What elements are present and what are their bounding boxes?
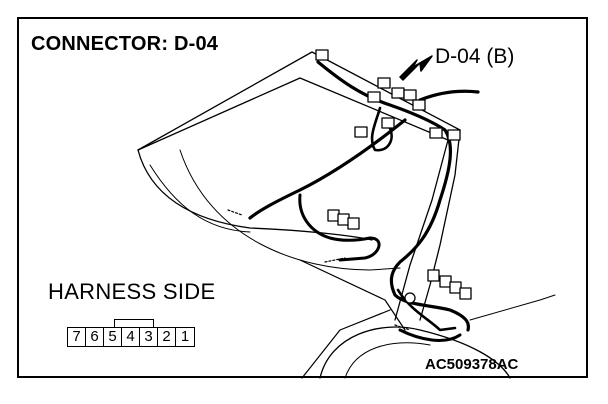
harness-branch-mid <box>298 193 372 242</box>
a-pillar-inner <box>394 139 449 321</box>
harness-branch-under <box>398 328 462 342</box>
connector-pin-face: 7 6 5 4 3 2 1 <box>67 327 195 347</box>
connector-key-tab <box>114 319 154 327</box>
body-right <box>469 294 556 321</box>
connector-callout-label: D-04 (B) <box>435 45 515 68</box>
fender-inner <box>344 342 431 379</box>
connector-pin: 6 <box>86 328 104 346</box>
harness-branch-cross <box>248 118 407 220</box>
harness-cable <box>316 60 471 332</box>
windshield-left <box>149 164 251 233</box>
connector-pin: 1 <box>180 328 190 345</box>
connector-pin: 4 <box>122 328 140 346</box>
connector-pin: 7 <box>68 328 86 346</box>
callout-arrow <box>399 55 433 81</box>
windshield-lower <box>137 149 373 241</box>
windshield-top <box>137 77 449 151</box>
figure-code: AC509378AC <box>425 356 519 373</box>
connector-pin: 2 <box>158 328 176 346</box>
harness-branch-top <box>418 89 480 102</box>
harness-branch-low <box>396 288 457 332</box>
connector-title: CONNECTOR: D-04 <box>31 33 219 55</box>
harness-side-label: HARNESS SIDE <box>48 279 216 304</box>
cowl-line <box>299 259 406 331</box>
body-left <box>301 309 391 379</box>
connector-pin: 3 <box>140 328 158 346</box>
connector-pin: 5 <box>104 328 122 346</box>
harness-branch-left <box>338 236 381 262</box>
dash-line <box>179 149 401 271</box>
roof-line <box>137 51 461 151</box>
fender-arch <box>319 326 511 379</box>
